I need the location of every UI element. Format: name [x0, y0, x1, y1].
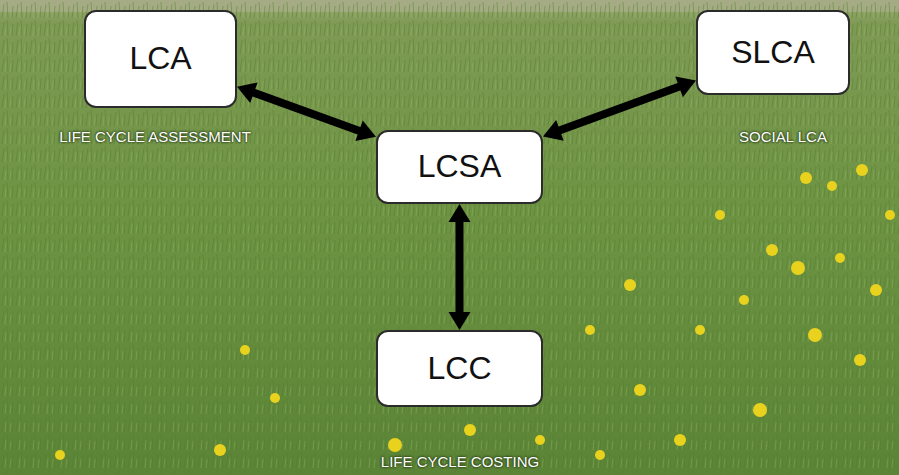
- double-arrow: [449, 204, 471, 330]
- caption-label: LIFE CYCLE ASSESSMENT: [59, 128, 251, 145]
- process-box: LCA: [84, 10, 237, 108]
- caption-label: LIFE CYCLE COSTING: [381, 453, 539, 470]
- box-label: SLCA: [731, 35, 815, 70]
- double-arrow: [237, 82, 376, 141]
- box-label: LCA: [129, 41, 191, 76]
- box-label: LCSA: [418, 149, 502, 184]
- process-box: LCC: [376, 330, 543, 407]
- box-label: LCC: [427, 351, 491, 386]
- process-box: SLCA: [696, 10, 850, 95]
- process-box: LCSA: [376, 130, 543, 204]
- double-arrow: [543, 76, 696, 140]
- caption-label: SOCIAL LCA: [739, 128, 827, 145]
